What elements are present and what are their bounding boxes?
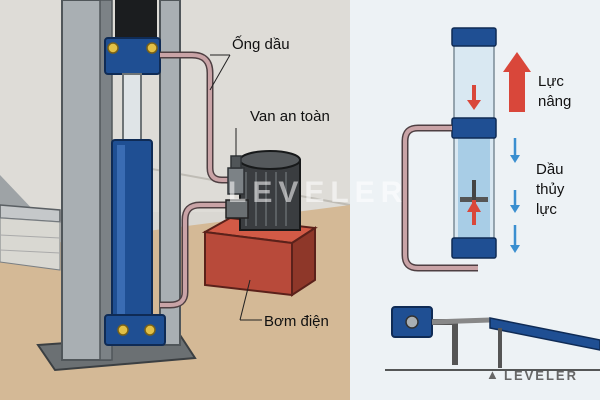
- safety-valve: [227, 128, 245, 195]
- electric-motor: [225, 150, 301, 231]
- right-panel: [350, 0, 600, 400]
- lift-platform: [0, 204, 61, 271]
- bottom-cap: [451, 237, 497, 259]
- hydraulic-cylinder: [104, 139, 166, 346]
- middle-ring: [451, 117, 497, 139]
- corner-watermark: LEVELER: [504, 368, 578, 383]
- electric-pump-label: Bơm điện: [264, 313, 329, 330]
- lift-force-label: Lực nâng: [538, 73, 572, 110]
- piston-push-arrow: [467, 200, 481, 225]
- top-clamp: [104, 37, 161, 75]
- center-watermark: LEVELER: [228, 176, 409, 209]
- hydraulic-oil-label: Dầu thủy lực: [536, 161, 565, 218]
- top-cap: [451, 27, 497, 47]
- oil-flow-arrows: [510, 138, 520, 253]
- downward-pressure-arrow: [467, 85, 481, 110]
- lift-column: [61, 0, 181, 361]
- oil-pipe-label: Ống dầu: [232, 36, 290, 53]
- left-panel: [0, 0, 351, 400]
- piston-rod: [122, 73, 142, 143]
- safety-valve-label: Van an toàn: [250, 108, 330, 125]
- lift-force-arrow: [503, 52, 531, 112]
- oil-pipe-leader: [209, 54, 231, 91]
- logo-mark-icon: ▲: [486, 367, 499, 382]
- lever-mechanism: [385, 306, 600, 371]
- cylinder-cross-section: [451, 27, 497, 259]
